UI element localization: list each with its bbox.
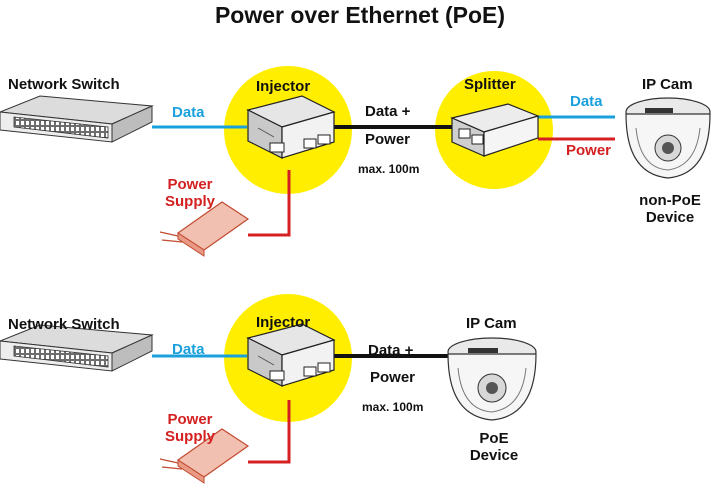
combined-label-line1: Data +	[365, 103, 411, 120]
power-supply-label-line2: Supply	[164, 193, 215, 210]
device-type-line1: non-PoE	[639, 192, 701, 209]
device-type-line1: PoE	[479, 430, 509, 447]
device-type-line2: Device	[645, 209, 695, 226]
device-type-label: PoE Device	[454, 430, 534, 464]
data-label: Data	[172, 341, 205, 358]
distance-label: max. 100m	[362, 400, 424, 414]
combined-label-line2: Power	[365, 131, 411, 148]
distance-label: max. 100m	[358, 162, 420, 176]
combined-label-line2: Power	[370, 369, 416, 386]
power-cable-top	[248, 170, 291, 237]
power-supply-icon	[159, 201, 250, 257]
power-supply-label: Power Supply	[160, 176, 220, 210]
injector-icon	[246, 323, 336, 387]
network-switch-label: Network Switch	[8, 316, 120, 333]
splitter-label: Splitter	[464, 76, 516, 93]
ip-camera-icon	[447, 337, 537, 421]
diagram-title: Power over Ethernet (PoE)	[214, 2, 506, 28]
output-power-label: Power	[566, 142, 612, 159]
output-data-label: Data	[570, 93, 603, 110]
network-switch-icon	[0, 324, 154, 372]
injector-label: Injector	[256, 314, 311, 331]
network-switch-icon	[0, 95, 154, 143]
power-supply-label-line2: Supply	[164, 428, 215, 445]
ip-cam-label: IP Cam	[642, 76, 693, 93]
device-type-line2: Device	[469, 447, 519, 464]
power-supply-label-line1: Power	[167, 176, 213, 193]
network-switch-label: Network Switch	[8, 76, 120, 93]
data-label: Data	[172, 104, 205, 121]
power-supply-label-line1: Power	[167, 411, 213, 428]
power-supply-label: Power Supply	[160, 411, 220, 445]
splitter-icon	[450, 103, 540, 157]
ip-camera-icon	[625, 97, 711, 179]
power-supply-icon	[159, 428, 250, 484]
injector-label: Injector	[256, 78, 311, 95]
injector-icon	[246, 95, 336, 159]
combined-label-line1: Data +	[368, 342, 414, 359]
power-cable-bottom	[248, 400, 291, 464]
ip-cam-label: IP Cam	[466, 315, 517, 332]
device-type-label: non-PoE Device	[630, 192, 710, 226]
